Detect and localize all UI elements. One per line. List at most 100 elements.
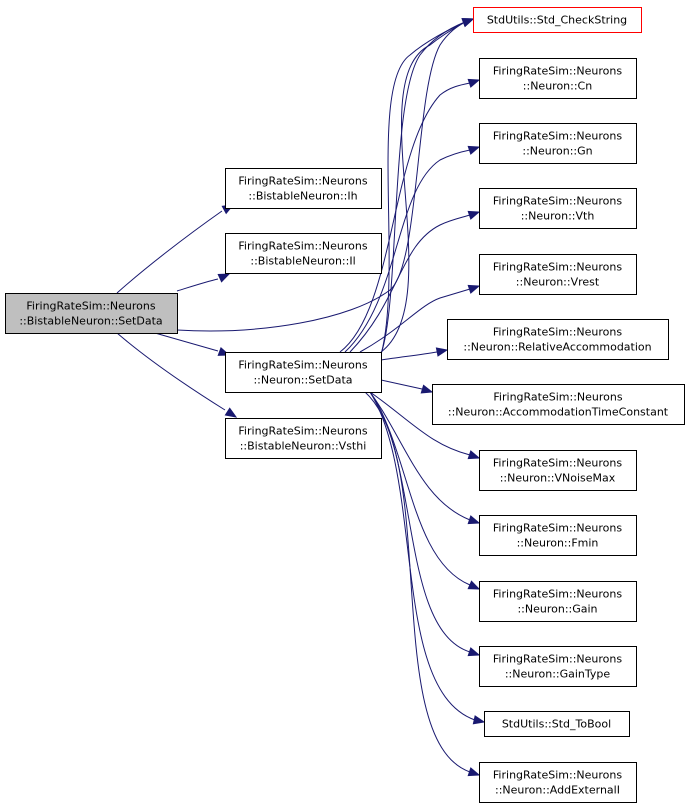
edge-sd-cn bbox=[339, 82, 471, 353]
node-label-ih-1: ::BistableNeuron::Ih bbox=[248, 190, 357, 203]
node-box-acctc bbox=[432, 384, 685, 425]
node-label-il-1: ::BistableNeuron::Il bbox=[250, 255, 355, 268]
node-root[interactable]: FiringRateSim::Neurons::BistableNeuron::… bbox=[5, 293, 178, 334]
edge-sd-vth bbox=[349, 214, 471, 353]
arrowhead-sd-vth bbox=[467, 210, 481, 220]
edge-sd-checkstring-3 bbox=[380, 21, 466, 353]
node-box-fmin bbox=[479, 515, 637, 556]
node-il[interactable]: FiringRateSim::Neurons::BistableNeuron::… bbox=[225, 233, 382, 274]
node-acctc[interactable]: FiringRateSim::Neurons::Neuron::Accommod… bbox=[432, 384, 685, 425]
edge-sd-vnoise bbox=[369, 391, 471, 456]
arrowhead-sd-acctc bbox=[420, 384, 434, 394]
arrowhead-sd-checkstring-3 bbox=[461, 18, 475, 28]
node-setdata[interactable]: FiringRateSim::Neurons::Neuron::SetData bbox=[225, 352, 382, 393]
node-box-setdata bbox=[225, 352, 382, 393]
node-label-gaintype-1: ::Neuron::GainType bbox=[505, 668, 611, 681]
arrowhead-sd-cn bbox=[467, 78, 481, 88]
edge-sd-addext bbox=[364, 391, 471, 773]
node-label-vth-0: FiringRateSim::Neurons bbox=[493, 195, 622, 208]
node-vsthi[interactable]: FiringRateSim::Neurons::BistableNeuron::… bbox=[225, 418, 382, 459]
node-label-root-1: ::BistableNeuron::SetData bbox=[19, 315, 162, 328]
node-label-tobool-0: StdUtils::Std_ToBool bbox=[502, 718, 611, 731]
node-label-setdata-0: FiringRateSim::Neurons bbox=[238, 359, 367, 372]
node-label-il-0: FiringRateSim::Neurons bbox=[238, 240, 367, 253]
node-label-checkstring-0: StdUtils::Std_CheckString bbox=[487, 14, 627, 27]
node-label-addext-1: ::Neuron::AddExternalI bbox=[495, 784, 620, 797]
arrowhead-sd-gn bbox=[467, 145, 481, 155]
edge-sd-checkstring-1 bbox=[380, 21, 466, 355]
node-box-addext bbox=[479, 762, 637, 803]
arrowhead-sd-tobool bbox=[472, 715, 486, 725]
arrowhead-sd-gain bbox=[467, 580, 481, 590]
node-box-cn bbox=[479, 58, 637, 99]
node-box-il bbox=[225, 233, 382, 274]
node-label-addext-0: FiringRateSim::Neurons bbox=[493, 769, 622, 782]
node-ih[interactable]: FiringRateSim::Neurons::BistableNeuron::… bbox=[225, 168, 382, 209]
node-label-gain-1: ::Neuron::Gain bbox=[517, 603, 597, 616]
edge-root-vsthi bbox=[116, 332, 226, 411]
arrowhead-sd-relacc bbox=[435, 347, 449, 357]
node-tobool[interactable]: StdUtils::Std_ToBool bbox=[484, 711, 630, 737]
node-label-fmin-0: FiringRateSim::Neurons bbox=[493, 522, 622, 535]
node-label-relacc-0: FiringRateSim::Neurons bbox=[493, 326, 622, 339]
edge-sd-relacc bbox=[380, 351, 438, 361]
arrowhead-sd-vnoise bbox=[467, 450, 481, 460]
node-label-vrest-0: FiringRateSim::Neurons bbox=[493, 261, 622, 274]
edge-root-setdata bbox=[154, 332, 219, 352]
node-label-acctc-1: ::Neuron::AccommodationTimeConstant bbox=[448, 406, 669, 419]
arrowhead-root-il bbox=[217, 273, 231, 283]
node-label-fmin-1: ::Neuron::Fmin bbox=[517, 537, 599, 550]
node-label-vrest-1: ::Neuron::Vrest bbox=[516, 276, 600, 289]
node-label-gain-0: FiringRateSim::Neurons bbox=[493, 588, 622, 601]
node-fmin[interactable]: FiringRateSim::Neurons::Neuron::Fmin bbox=[479, 515, 637, 556]
node-addext[interactable]: FiringRateSim::Neurons::Neuron::AddExter… bbox=[479, 762, 637, 803]
node-label-cn-1: ::Neuron::Cn bbox=[523, 80, 592, 93]
node-label-vsthi-0: FiringRateSim::Neurons bbox=[238, 425, 367, 438]
node-box-relacc bbox=[447, 319, 669, 360]
arrowhead-root-vsthi bbox=[224, 407, 238, 418]
node-box-gaintype bbox=[479, 646, 637, 687]
node-label-relacc-1: ::Neuron::RelativeAccommodation bbox=[463, 341, 651, 354]
arrowhead-sd-vrest bbox=[467, 284, 481, 294]
node-gain[interactable]: FiringRateSim::Neurons::Neuron::Gain bbox=[479, 581, 637, 622]
node-box-gain bbox=[479, 581, 637, 622]
node-box-vth bbox=[479, 188, 637, 229]
edge-root-il bbox=[176, 278, 219, 292]
edge-sd-fmin bbox=[369, 391, 471, 521]
node-label-vth-1: ::Neuron::Vth bbox=[521, 210, 595, 223]
node-label-vnoise-0: FiringRateSim::Neurons bbox=[493, 457, 622, 470]
node-box-vrest bbox=[479, 254, 637, 295]
node-checkstring[interactable]: StdUtils::Std_CheckString bbox=[473, 7, 642, 33]
edge-root-ih bbox=[116, 210, 223, 294]
edge-sd-vrest bbox=[359, 288, 471, 353]
edge-sd-gn bbox=[344, 149, 471, 353]
node-box-vnoise bbox=[479, 450, 637, 491]
arrowhead-sd-addext bbox=[467, 767, 481, 777]
node-box-ih bbox=[225, 168, 382, 209]
node-label-vnoise-1: ::Neuron::VNoiseMax bbox=[500, 472, 616, 485]
node-vth[interactable]: FiringRateSim::Neurons::Neuron::Vth bbox=[479, 188, 637, 229]
node-label-acctc-0: FiringRateSim::Neurons bbox=[493, 391, 622, 404]
node-cn[interactable]: FiringRateSim::Neurons::Neuron::Cn bbox=[479, 58, 637, 99]
node-box-gn bbox=[479, 123, 637, 164]
node-label-setdata-1: ::Neuron::SetData bbox=[253, 374, 352, 387]
node-relacc[interactable]: FiringRateSim::Neurons::Neuron::Relative… bbox=[447, 319, 669, 360]
node-label-vsthi-1: ::BistableNeuron::Vsthi bbox=[240, 440, 367, 453]
node-label-gn-1: ::Neuron::Gn bbox=[522, 145, 592, 158]
node-gaintype[interactable]: FiringRateSim::Neurons::Neuron::GainType bbox=[479, 646, 637, 687]
node-label-root-0: FiringRateSim::Neurons bbox=[26, 300, 155, 313]
node-box-checkstring bbox=[473, 7, 642, 33]
node-box-vsthi bbox=[225, 418, 382, 459]
node-vnoise[interactable]: FiringRateSim::Neurons::Neuron::VNoiseMa… bbox=[479, 450, 637, 491]
node-box-tobool bbox=[484, 711, 630, 737]
edge-root-checkstring bbox=[176, 21, 466, 332]
node-label-cn-0: FiringRateSim::Neurons bbox=[493, 65, 622, 78]
node-gn[interactable]: FiringRateSim::Neurons::Neuron::Gn bbox=[479, 123, 637, 164]
edge-sd-acctc bbox=[380, 379, 423, 390]
arrowhead-sd-gaintype bbox=[467, 647, 481, 657]
node-label-gaintype-0: FiringRateSim::Neurons bbox=[493, 653, 622, 666]
edge-sd-tobool bbox=[369, 391, 476, 721]
node-vrest[interactable]: FiringRateSim::Neurons::Neuron::Vrest bbox=[479, 254, 637, 295]
node-label-ih-0: FiringRateSim::Neurons bbox=[238, 175, 367, 188]
